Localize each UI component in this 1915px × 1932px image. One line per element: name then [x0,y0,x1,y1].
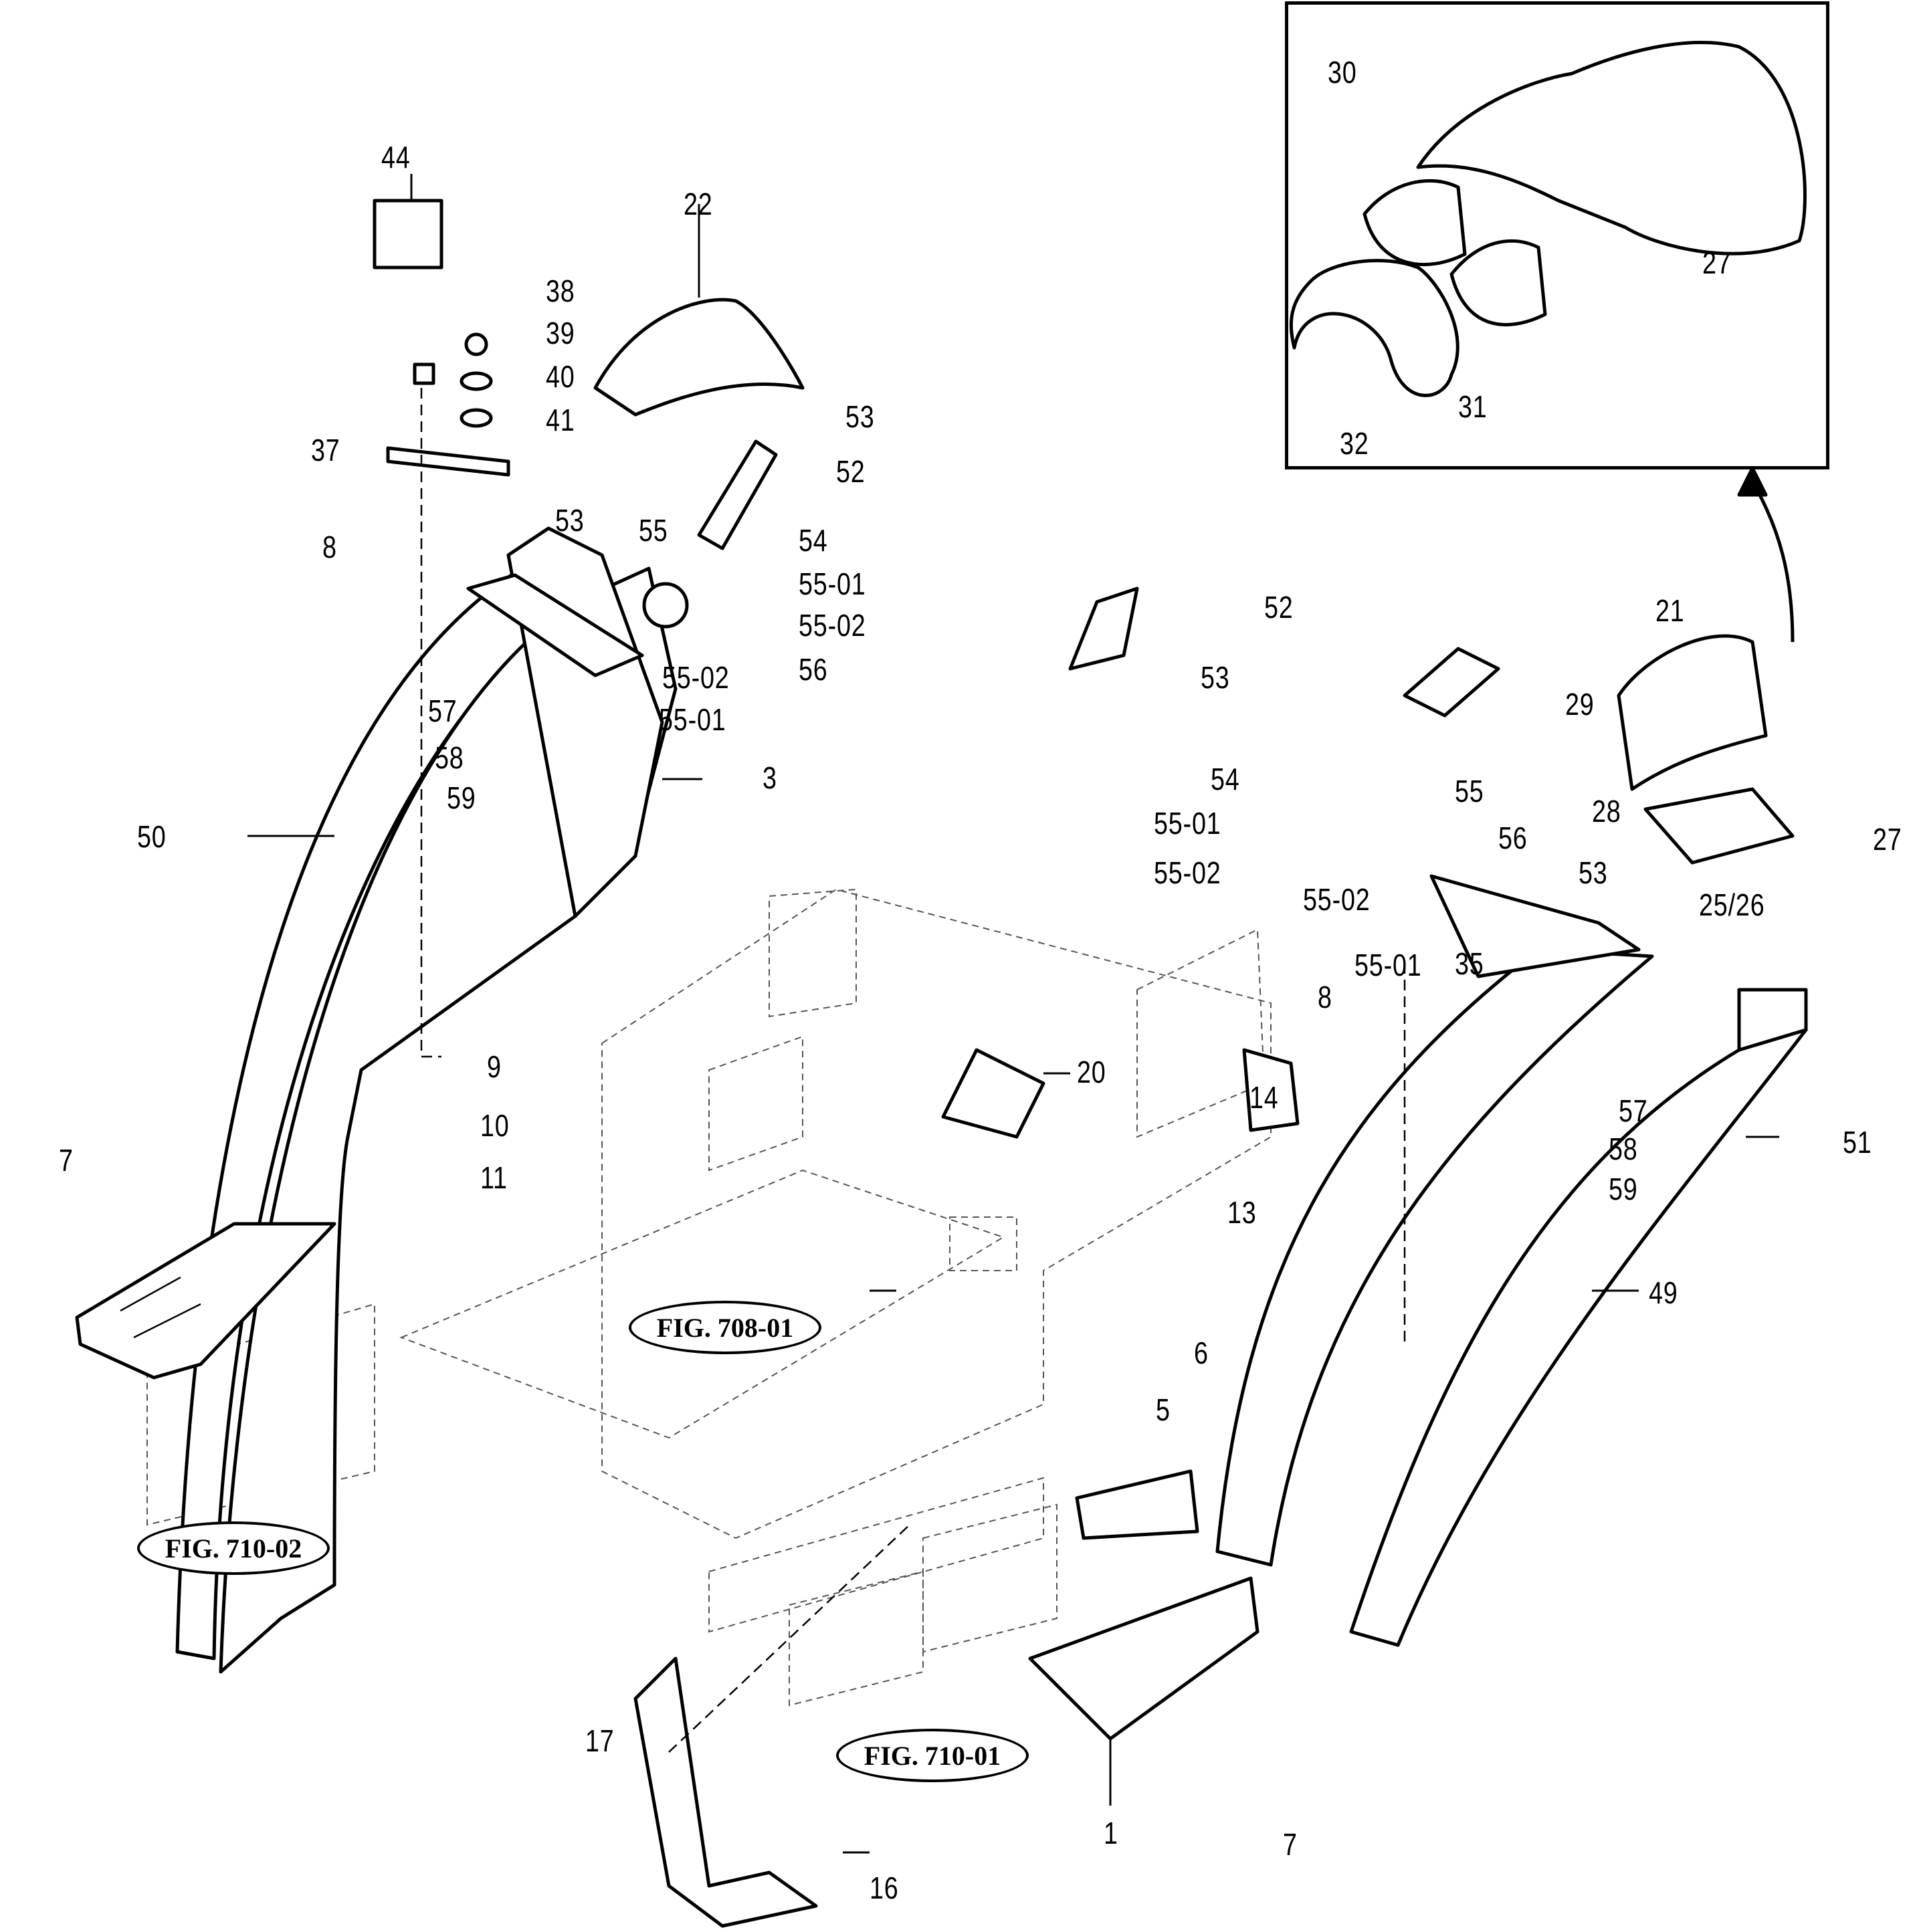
callout-32: 32 [1340,426,1369,461]
callout-55-02-d: 55-02 [1303,882,1371,917]
callout-40: 40 [546,359,575,394]
callout-54-b: 54 [1211,762,1240,796]
chassis-frame-reference [146,888,1272,1707]
callout-22: 22 [684,187,713,221]
callout-28: 28 [1592,794,1621,829]
callout-54-a: 54 [799,523,828,558]
left-fender-assembly [75,526,678,1674]
callout-41: 41 [546,403,575,437]
callout-38: 38 [546,274,575,308]
figure-reference-708-01[interactable]: FIG. 708-01 [629,1301,821,1354]
callout-51: 51 [1843,1125,1872,1160]
callout-56-b: 56 [1498,821,1528,855]
callout-59-a: 59 [447,780,476,815]
callout-30: 30 [1328,55,1357,90]
inset-detail-frame [1285,1,1829,469]
callout-55-02-c: 55-02 [1154,855,1221,890]
callout-55-01-c: 55-01 [1154,806,1221,841]
cover-21 [1617,634,1768,791]
callout-7-a: 7 [59,1143,74,1178]
step-16 [633,1656,818,1928]
callout-16: 16 [870,1870,899,1905]
leader-lines [247,174,1795,1854]
callout-10: 10 [480,1108,510,1143]
bracket-13 [1242,1048,1300,1132]
callout-49: 49 [1649,1275,1678,1310]
callout-53-d: 53 [1579,855,1608,890]
callout-27-b: 27 [1873,822,1902,857]
callout-57-a: 57 [428,693,458,728]
callout-55-02-b: 55-02 [662,660,730,695]
callout-55-01-d: 55-01 [1354,948,1422,982]
callout-39: 39 [546,316,575,350]
callout-53-c: 53 [1201,660,1230,695]
callout-9: 9 [487,1049,502,1084]
stay-52 [697,439,778,550]
callout-17: 17 [585,1723,615,1758]
right-fender-assembly [1028,874,1808,1741]
callout-59-b: 59 [1609,1172,1638,1206]
callout-56-a: 56 [799,652,828,687]
cover-22 [593,298,805,417]
callout-6: 6 [1194,1335,1209,1370]
callout-58-a: 58 [435,740,464,775]
callout-14: 14 [1249,1080,1279,1115]
callout-55-b: 55 [1455,774,1484,809]
callout-11: 11 [480,1160,508,1195]
callout-5: 5 [1156,1392,1171,1427]
plate-37 [386,446,510,477]
relay-box-44 [373,199,443,270]
callout-7-b: 7 [1283,1827,1298,1862]
callout-50: 50 [137,819,167,854]
callout-58-b: 58 [1609,1132,1638,1166]
callout-29: 29 [1565,687,1595,722]
callout-55-01-b: 55-01 [659,702,726,737]
callout-8-a: 8 [322,530,337,564]
bracket-25-26 [1643,787,1795,865]
small-parts [373,199,1795,1928]
callout-53-a: 53 [845,399,875,434]
callout-53-b: 53 [555,503,585,538]
callout-20: 20 [1077,1055,1106,1089]
callout-37: 37 [311,433,340,467]
callout-3: 3 [763,760,777,795]
callout-8-b: 8 [1318,980,1332,1014]
callout-25-26: 25/26 [1699,887,1765,922]
callout-13: 13 [1227,1195,1257,1230]
callout-21: 21 [1655,593,1685,628]
callout-55-a: 55 [639,513,668,548]
callout-44: 44 [381,140,411,175]
callout-57-b: 57 [1619,1093,1648,1128]
callout-27-a: 27 [1702,245,1732,280]
callout-52-a: 52 [836,454,866,489]
callout-55-02-a: 55-02 [799,608,866,643]
callout-1: 1 [1104,1816,1118,1850]
boot-20 [941,1048,1045,1139]
callout-55-01-a: 55-01 [799,566,866,601]
callout-31: 31 [1458,389,1488,424]
figure-reference-710-02[interactable]: FIG. 710-02 [137,1521,330,1575]
callout-35: 35 [1455,946,1484,981]
inset-light-assembly [1289,41,1807,397]
figure-reference-710-01[interactable]: FIG. 710-01 [836,1729,1029,1782]
callout-52-b: 52 [1264,590,1294,625]
